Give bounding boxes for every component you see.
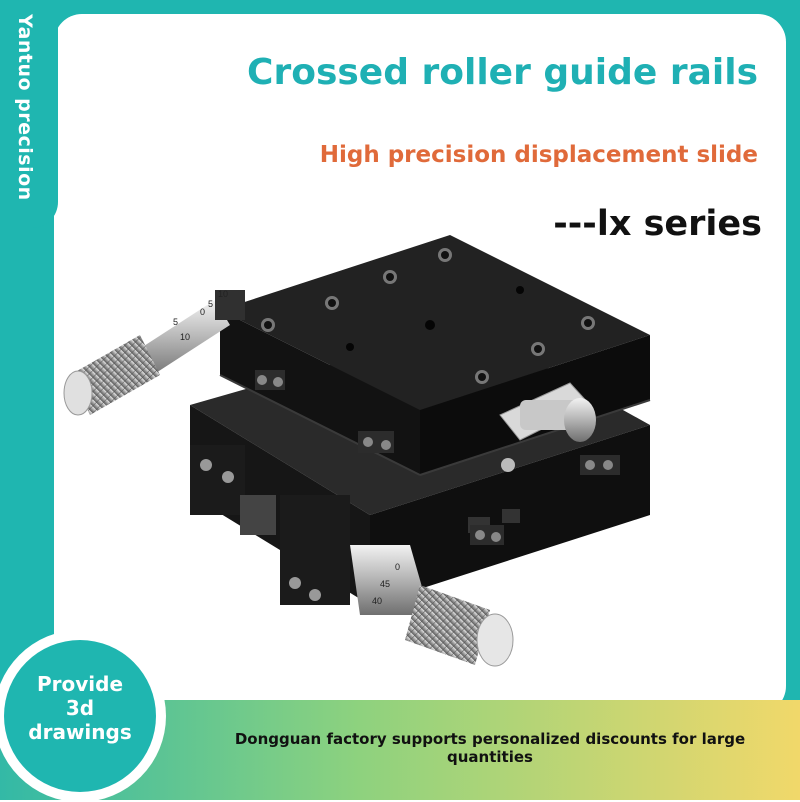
lower-micrometer xyxy=(240,495,514,667)
scale-label: 5 xyxy=(173,317,178,327)
scale-label: 5 xyxy=(208,299,213,309)
brand-label: Yantuo precision xyxy=(14,14,36,201)
lower-side-block xyxy=(190,445,504,605)
page-title: Crossed roller guide rails xyxy=(247,52,758,93)
badge-line-3: drawings xyxy=(28,720,132,744)
upper-micrometer xyxy=(63,290,245,416)
scale-label: 10 xyxy=(180,332,190,342)
micrometer-scale-upper: 10 5 0 5 10 xyxy=(173,289,228,342)
micrometer-scale-lower: 0 45 40 xyxy=(372,562,400,606)
badge-line-2: 3d xyxy=(65,696,95,720)
scale-label: 45 xyxy=(380,579,390,589)
scale-label: 0 xyxy=(395,562,400,572)
badge xyxy=(4,640,156,792)
product-image: 10 5 0 5 10 0 45 40 xyxy=(63,235,651,667)
scale-label: 10 xyxy=(218,289,228,299)
side-brand-tab xyxy=(0,0,58,228)
badge-line-1: Provide xyxy=(36,672,124,696)
footer-text: Dongguan factory supports personalized d… xyxy=(234,730,746,766)
page-subtitle: High precision displacement slide xyxy=(319,142,758,168)
scale-label: 40 xyxy=(372,596,382,606)
scale-label: 0 xyxy=(200,307,205,317)
badge-text: Provide 3d drawings xyxy=(4,672,156,744)
series-label: ---lx series xyxy=(553,204,762,244)
lock-bracket xyxy=(499,382,620,475)
